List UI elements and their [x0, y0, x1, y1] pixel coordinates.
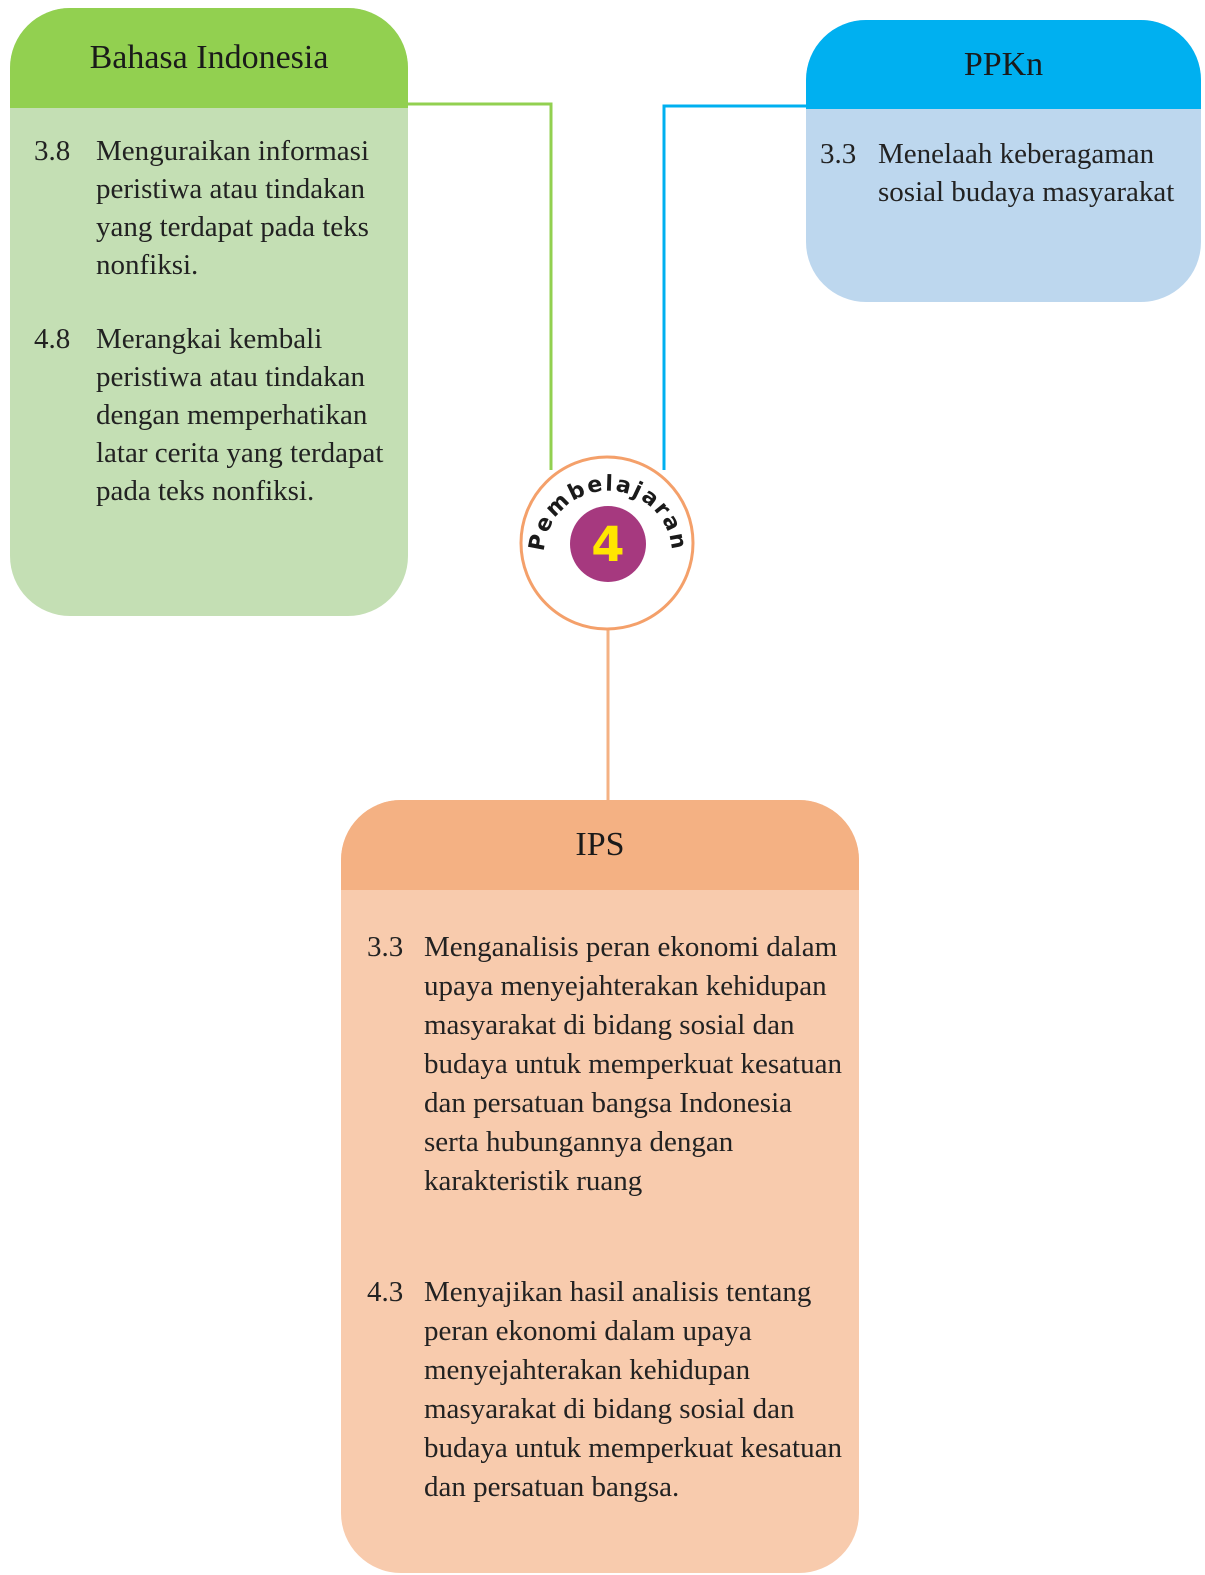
ips-item: 3.3 Menganalisis peran ekonomi dalam upa… [367, 928, 849, 1201]
bahasa-connector [405, 102, 553, 470]
ppkn-connector [662, 104, 808, 470]
badge-center-disc [570, 506, 646, 582]
bahasa-indonesia-title: Bahasa Indonesia [10, 8, 408, 108]
ips-item-number: 4.3 [367, 1276, 404, 1308]
bahasa-item: 4.8 Merangkai kembali peristiwa atau tin… [34, 320, 394, 510]
pembelajaran-badge: Pembelajaran 4 [519, 455, 695, 631]
bahasa-item: 3.8 Menguraikan informasi peristiwa atau… [34, 132, 394, 284]
ips-title: IPS [341, 800, 859, 890]
ips-item-text: Menyajikan hasil analisis tentang peran … [424, 1276, 842, 1503]
ppkn-box: PPKn 3.3 Menelaah keberagaman sosial bud… [806, 20, 1201, 302]
ppkn-item-number: 3.3 [820, 138, 857, 170]
ppkn-item: 3.3 Menelaah keberagaman sosial budaya m… [820, 135, 1191, 211]
ips-item-number: 3.3 [367, 931, 404, 963]
ips-box: IPS 3.3 Menganalisis peran ekonomi dalam… [341, 800, 859, 1573]
bahasa-item-number: 3.8 [34, 135, 71, 167]
ips-item: 4.3 Menyajikan hasil analisis tentang pe… [367, 1273, 849, 1507]
bahasa-indonesia-box: Bahasa Indonesia 3.8 Menguraikan informa… [10, 8, 408, 616]
ppkn-title: PPKn [806, 20, 1201, 109]
ppkn-item-text: Menelaah keberagaman sosial budaya masya… [878, 138, 1175, 208]
bahasa-item-number: 4.8 [34, 323, 71, 355]
bahasa-item-text: Merangkai kembali peristiwa atau tindaka… [96, 323, 384, 507]
ips-item-text: Menganalisis peran ekonomi dalam upaya m… [424, 931, 842, 1197]
bahasa-item-text: Menguraikan informasi peristiwa atau tin… [96, 135, 370, 281]
badge-number: 4 [591, 517, 624, 573]
